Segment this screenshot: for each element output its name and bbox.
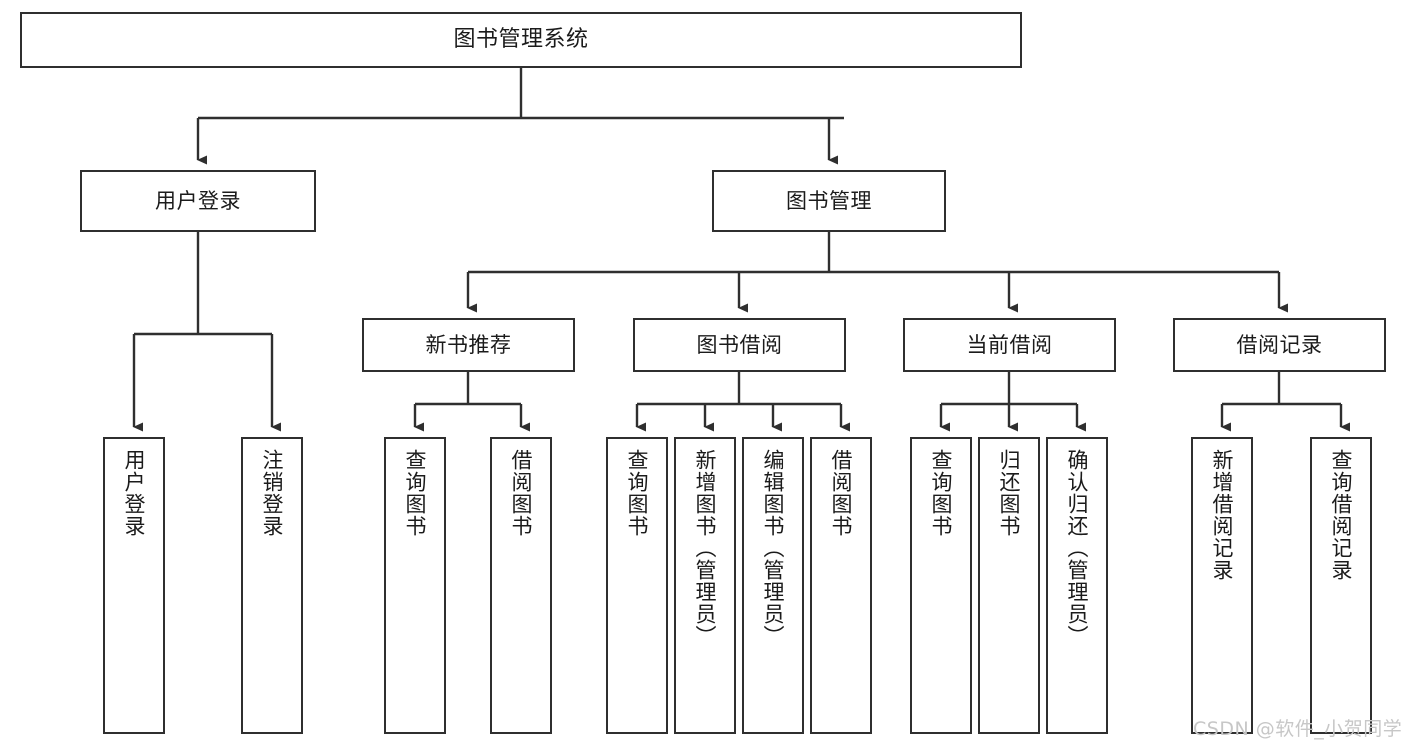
leaf-book-borrow-add-book-admin[interactable]: 新增图书（管理员） [674, 437, 736, 734]
leaf-book-borrow-query-book[interactable]: 查询图书 [606, 437, 668, 734]
leaf-current-borrow-return-book[interactable]: 归还图书 [978, 437, 1040, 734]
node-label: 归还图书 [997, 449, 1022, 537]
node-label: 图书借阅 [696, 332, 783, 357]
leaf-user-login-login[interactable]: 用户登录 [103, 437, 165, 734]
node-label: 查询图书 [403, 449, 428, 537]
node-label: 新书推荐 [425, 332, 512, 357]
node-label: 借阅图书 [509, 449, 534, 537]
leaf-book-borrow-edit-book-admin[interactable]: 编辑图书（管理员） [742, 437, 804, 734]
node-user-login[interactable]: 用户登录 [80, 170, 316, 232]
node-label: 借阅图书 [829, 449, 854, 537]
leaf-current-borrow-query-book[interactable]: 查询图书 [910, 437, 972, 734]
leaf-book-borrow-borrow-book[interactable]: 借阅图书 [810, 437, 872, 734]
node-label: 编辑图书（管理员） [761, 449, 786, 647]
node-label: 图书管理 [786, 188, 872, 213]
node-label: 用户登录 [155, 188, 241, 213]
node-label: 用户登录 [122, 449, 147, 537]
node-label: 注销登录 [260, 449, 285, 537]
node-label: 确认归还（管理员） [1065, 449, 1090, 647]
node-book-management[interactable]: 图书管理 [712, 170, 946, 232]
node-borrow-record[interactable]: 借阅记录 [1173, 318, 1386, 372]
node-label: 查询图书 [929, 449, 954, 537]
leaf-borrow-record-query-record[interactable]: 查询借阅记录 [1310, 437, 1372, 734]
node-root-book-management-system[interactable]: 图书管理系统 [20, 12, 1022, 68]
node-label: 当前借阅 [966, 332, 1053, 357]
leaf-user-login-logout[interactable]: 注销登录 [241, 437, 303, 734]
node-label: 新增图书（管理员） [693, 449, 718, 647]
leaf-borrow-record-add-record[interactable]: 新增借阅记录 [1191, 437, 1253, 734]
node-label: 新增借阅记录 [1210, 449, 1235, 581]
node-label: 查询借阅记录 [1329, 449, 1354, 581]
node-label: 查询图书 [625, 449, 650, 537]
node-label: 借阅记录 [1236, 332, 1323, 357]
watermark: CSDN @软件_小贺同学 [1193, 718, 1403, 740]
node-new-book-recommend[interactable]: 新书推荐 [362, 318, 575, 372]
leaf-new-book-borrow-book[interactable]: 借阅图书 [490, 437, 552, 734]
leaf-new-book-query-book[interactable]: 查询图书 [384, 437, 446, 734]
node-book-borrow[interactable]: 图书借阅 [633, 318, 846, 372]
node-current-borrow[interactable]: 当前借阅 [903, 318, 1116, 372]
node-label: 图书管理系统 [453, 27, 589, 53]
leaf-current-borrow-confirm-return-admin[interactable]: 确认归还（管理员） [1046, 437, 1108, 734]
